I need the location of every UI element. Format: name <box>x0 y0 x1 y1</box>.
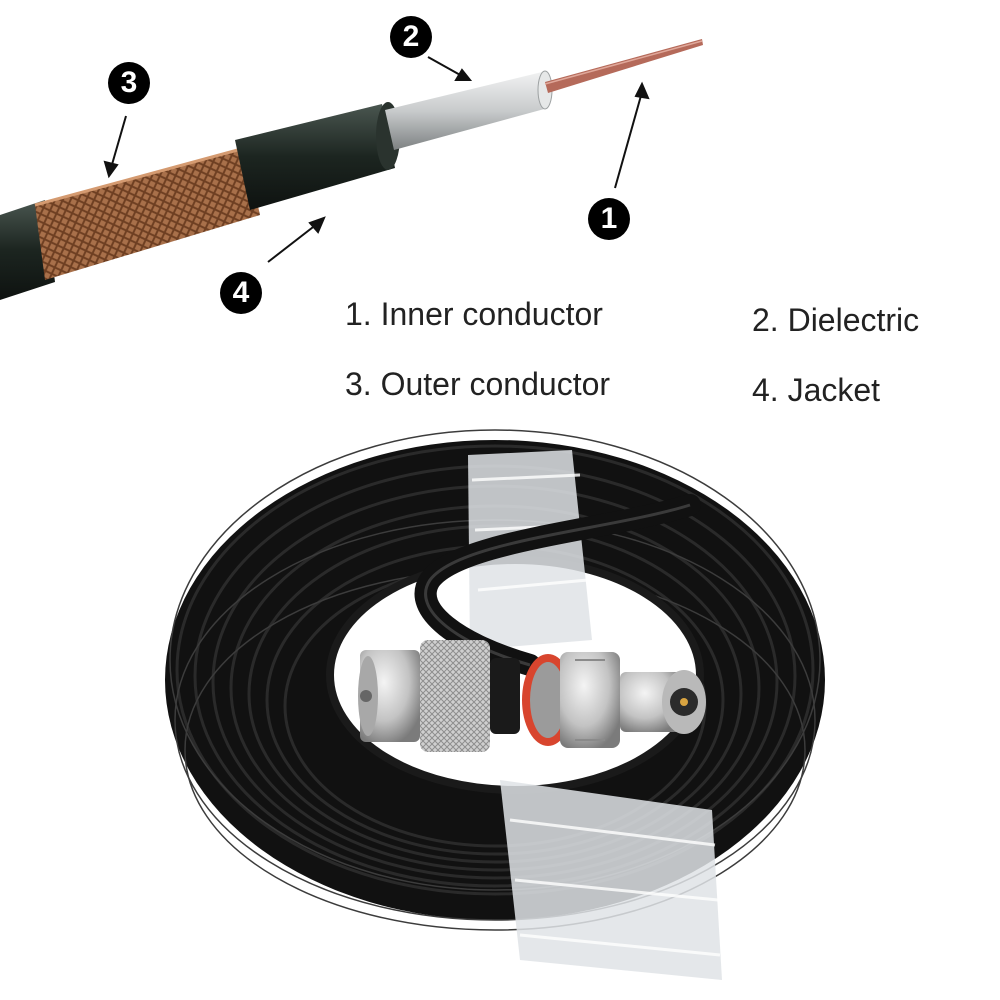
outer-conductor-braid <box>34 146 260 280</box>
callout-3-badge: 3 <box>108 62 150 104</box>
jacket-band <box>235 102 400 210</box>
legend-inner-conductor: 1. Inner conductor <box>345 296 603 332</box>
n-female-bulkhead-connector <box>522 652 706 748</box>
legend-jacket: 4. Jacket <box>752 372 881 408</box>
inner-conductor-wire <box>544 39 703 93</box>
cable-cross-section-illustration <box>0 39 703 300</box>
arrow-to-jacket <box>267 216 326 263</box>
callout-1-badge: 1 <box>588 198 630 240</box>
callout-4-badge: 4 <box>220 272 262 314</box>
callout-2-badge: 2 <box>390 16 432 58</box>
tape-bottom <box>500 780 722 980</box>
coiled-cable-photo <box>165 429 825 980</box>
legend-outer-conductor: 3. Outer conductor <box>345 366 611 402</box>
legend-dielectric: 2. Dielectric <box>752 302 920 338</box>
cable-lead <box>414 494 701 676</box>
arrow-to-inner-conductor <box>614 81 650 189</box>
arrow-to-outer-conductor <box>103 115 127 179</box>
arrow-to-dielectric <box>427 56 473 81</box>
dielectric-section <box>385 70 553 150</box>
n-male-connector <box>358 640 520 752</box>
